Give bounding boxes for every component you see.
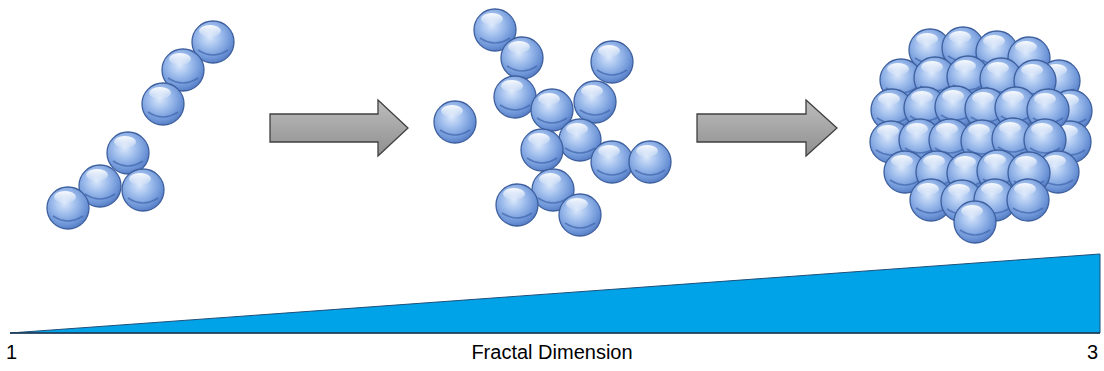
dense-cluster <box>870 27 1092 243</box>
scale-max: 3 <box>1087 340 1098 364</box>
process-arrow <box>270 100 408 156</box>
particle <box>107 132 149 174</box>
scale-min: 1 <box>6 340 17 364</box>
gradient-wedge <box>10 254 1100 333</box>
scale-axis <box>10 332 1100 334</box>
particle <box>574 81 616 123</box>
particle <box>591 41 633 83</box>
particle <box>501 37 543 79</box>
particle <box>629 141 671 183</box>
particle <box>494 76 536 118</box>
particle <box>591 141 633 183</box>
axis-title: Fractal Dimension <box>471 340 632 364</box>
particle <box>142 83 184 125</box>
process-arrow <box>697 100 837 156</box>
particle <box>434 101 476 143</box>
particle <box>1007 179 1049 221</box>
particle <box>954 201 996 243</box>
particle <box>559 194 601 236</box>
particle <box>496 184 538 226</box>
branched-cluster <box>434 9 671 236</box>
particle <box>122 169 164 211</box>
particle <box>521 129 563 171</box>
particle <box>47 187 89 229</box>
chain-cluster <box>47 21 234 229</box>
